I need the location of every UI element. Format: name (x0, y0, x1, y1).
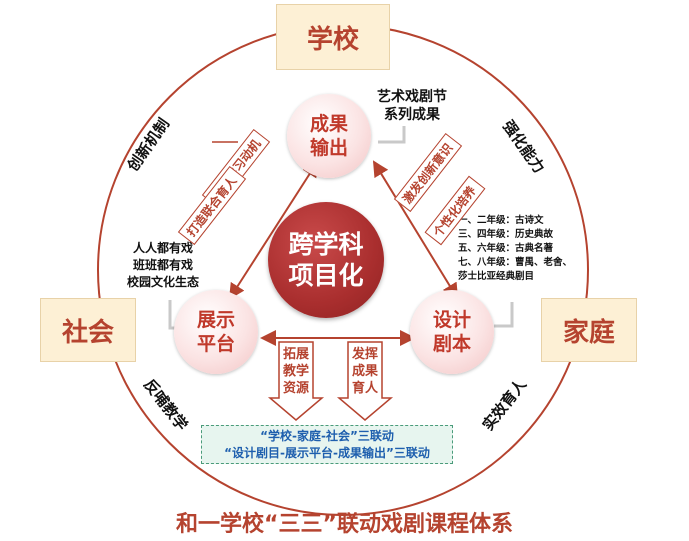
legend-line: “学校-家庭-社会”三联动 (260, 428, 394, 443)
node-output-label: 成果 输出 (309, 113, 348, 159)
diagram-title: 和一学校“三三”联动戏剧课程体系 (176, 512, 513, 537)
node-family: 家庭 (541, 298, 637, 362)
legend-box: “学校-家庭-社会”三联动 “设计剧目-展示平台-成果输出”三联动 (201, 425, 453, 464)
grade-list-item: 五、六年级：古典名著 (458, 243, 554, 254)
bent-arrow-output (378, 126, 406, 144)
center-label: 跨学科 项目化 (288, 230, 364, 290)
node-script-label: 设计 剧本 (432, 309, 471, 355)
node-platform: 展示 平台 (174, 290, 258, 374)
annotation-everyone-drama: 人人都有戏 班班都有戏 校园文化生态 (126, 241, 199, 289)
node-output: 成果 输出 (287, 94, 371, 178)
block-arrow-right (336, 341, 394, 421)
bent-arrow-script (494, 302, 514, 328)
node-script: 设计 剧本 (410, 290, 494, 374)
annotation-arts-festival: 艺术戏剧节 系列成果 (377, 89, 447, 123)
grade-list-item: 三、四年级：历史典故 (458, 229, 554, 240)
edge-output-script (372, 160, 459, 300)
label-develop-results: 发挥 成果 育人 (351, 347, 378, 396)
legend-line: “设计剧目-展示平台-成果输出”三联动 (224, 445, 430, 460)
node-society: 社会 (40, 298, 136, 362)
grade-list: 一、二年级：古诗文 三、四年级：历史典故 五、六年级：古典名著 七、八年级：曹禺… (458, 214, 572, 284)
node-school: 学校 (276, 4, 390, 70)
edge-platform-output (228, 160, 319, 300)
block-arrow-left (267, 341, 325, 421)
grade-list-item: 莎士比亚经典剧目 (458, 271, 535, 282)
label-expand-resources: 拓展 教学 资源 (282, 347, 309, 396)
node-platform-label: 展示 平台 (196, 309, 235, 355)
grade-list-item: 七、八年级：曹禺、老舍、 (458, 257, 573, 268)
center-node: 跨学科 项目化 (268, 202, 384, 318)
grade-list-item: 一、二年级：古诗文 (458, 215, 544, 226)
